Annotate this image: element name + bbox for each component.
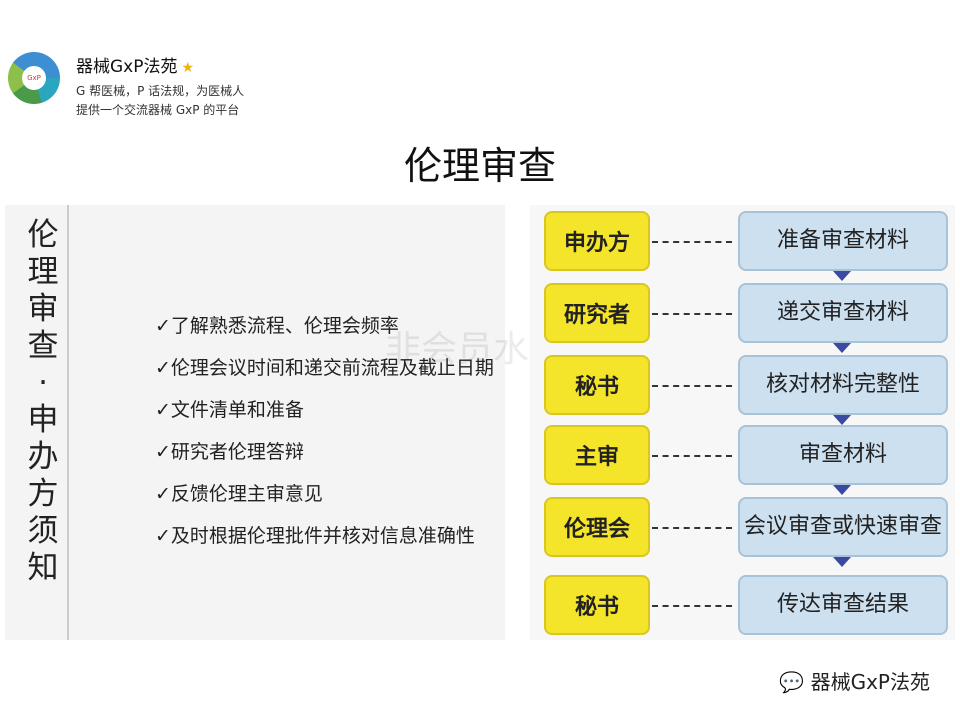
role-box: 秘书: [544, 575, 650, 635]
divider: [67, 205, 69, 640]
checklist-panel: 伦理审查·申办方须知 ✓了解熟悉流程、伦理会频率 ✓伦理会议时间和递交前流程及截止…: [5, 205, 505, 640]
arrow-down-icon: [833, 271, 851, 281]
role-box: 研究者: [544, 283, 650, 343]
role-box: 伦理会: [544, 497, 650, 557]
dashed-connector: [652, 527, 732, 529]
arrow-down-icon: [833, 557, 851, 567]
footer-brand: 💬 器械GxP法苑: [779, 670, 930, 694]
checklist: ✓了解熟悉流程、伦理会频率 ✓伦理会议时间和递交前流程及截止日期 ✓文件清单和准备 ✓…: [155, 305, 494, 557]
account-description: G 帮医械，P 话法规，为医械人提供一个交流器械 GxP 的平台: [76, 84, 245, 117]
checklist-item: ✓研究者伦理答辩: [155, 441, 304, 463]
checklist-item: ✓伦理会议时间和递交前流程及截止日期: [155, 357, 494, 379]
account-logo: GxP: [8, 52, 60, 104]
role-box: 秘书: [544, 355, 650, 415]
side-title: 伦理审查·申办方须知: [27, 217, 59, 586]
logo-text: GxP: [22, 66, 46, 90]
arrow-down-icon: [833, 415, 851, 425]
role-box: 主审: [544, 425, 650, 485]
checklist-item: ✓文件清单和准备: [155, 399, 304, 421]
step-box: 准备审查材料: [738, 211, 948, 271]
star-icon: ★: [181, 60, 195, 76]
dashed-connector: [652, 385, 732, 387]
account-name[interactable]: 器械GxP法苑★: [76, 57, 195, 77]
dashed-connector: [652, 241, 732, 243]
checklist-item: ✓了解熟悉流程、伦理会频率: [155, 315, 399, 337]
arrow-down-icon: [833, 485, 851, 495]
arrow-down-icon: [833, 343, 851, 353]
step-box: 审查材料: [738, 425, 948, 485]
checklist-item: ✓反馈伦理主审意见: [155, 483, 323, 505]
step-box: 传达审查结果: [738, 575, 948, 635]
step-box: 会议审查或快速审查: [738, 497, 948, 557]
step-box: 核对材料完整性: [738, 355, 948, 415]
wechat-icon: 💬: [779, 670, 811, 694]
dashed-connector: [652, 455, 732, 457]
dashed-connector: [652, 605, 732, 607]
flowchart: 申办方 准备审查材料研究者 递交审查材料秘书 核对材料完整性主审 审查材料伦理会…: [530, 205, 955, 640]
role-box: 申办方: [544, 211, 650, 271]
checklist-item: ✓及时根据伦理批件并核对信息准确性: [155, 525, 475, 547]
slide-title: 伦理审查: [403, 144, 556, 188]
dashed-connector: [652, 313, 732, 315]
step-box: 递交审查材料: [738, 283, 948, 343]
